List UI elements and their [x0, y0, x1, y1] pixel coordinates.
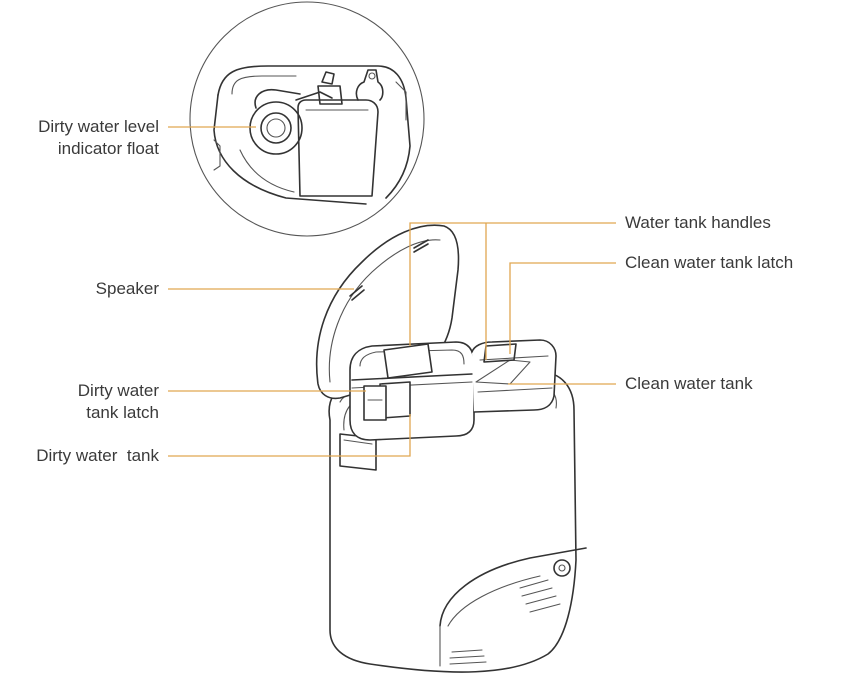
callout-lines: [168, 126, 616, 457]
float-detail: [249, 88, 333, 155]
label-clean-water-tank: Clean water tank: [625, 374, 753, 393]
vent-slots: [449, 579, 561, 665]
water-tanks: [349, 339, 557, 441]
callout-dirty-tank: [168, 414, 411, 457]
label-dirty-water-tank-latch: Dirty water tank latch: [77, 381, 159, 422]
label-dirty-water-tank: Dirty water tank: [36, 446, 159, 465]
label-clean-water-tank-latch: Clean water tank latch: [625, 253, 794, 272]
callout-handles: [409, 222, 616, 346]
label-water-tank-handles: Water tank handles: [625, 213, 771, 232]
callout-clean-latch: [509, 262, 616, 354]
zoom-detail-circle: [189, 1, 425, 237]
label-speaker: Speaker: [95, 279, 159, 298]
label-dirty-water-level-float: Dirty water level indicator float: [38, 117, 159, 158]
